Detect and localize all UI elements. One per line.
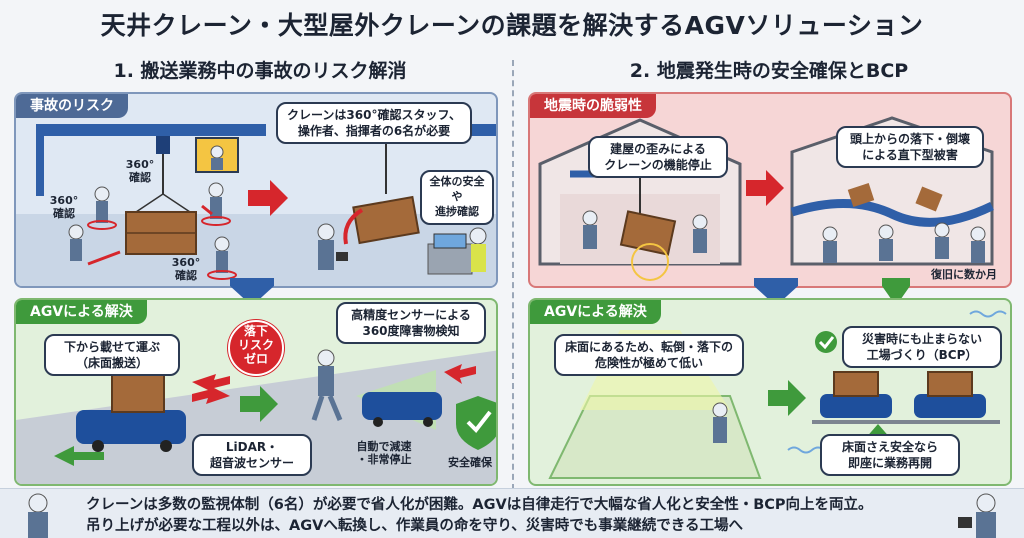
agv-right-panel-header: AGVによる解決 bbox=[530, 300, 661, 324]
label-recovery-months: 復旧に数か月 bbox=[931, 268, 997, 281]
callout-lidar-sensor: LiDAR・ 超音波センサー bbox=[192, 434, 312, 477]
earthquake-panel: 地震時の脆弱性 建屋の歪みによる クレーンの機能停止 頭上からの落下・倒壊 によ… bbox=[528, 92, 1012, 288]
summary-footer: クレーンは多数の監視体制（6名）が必要で省人化が困難。AGVは自律走行で大幅な省… bbox=[0, 488, 1024, 538]
callout-immediate-resume: 床面さえ安全なら 即座に業務再開 bbox=[820, 434, 960, 477]
callout-six-staff: クレーンは360°確認スタッフ、 操作者、指揮者の6名が必要 bbox=[276, 102, 472, 145]
arrow-down-icon bbox=[882, 278, 910, 306]
arrow-right-icon bbox=[240, 386, 278, 422]
callout-falling-collapse: 頭上からの落下・倒壊 による直下型被害 bbox=[836, 126, 984, 169]
footer-summary-line-2: 吊り上げが必要な工程以外は、AGVへ転換し、作業員の命を守り、災害時でも事業継続… bbox=[86, 518, 743, 534]
label-360-check-1: 360° 確認 bbox=[125, 158, 155, 185]
callout-building-distortion: 建屋の歪みによる クレーンの機能停止 bbox=[588, 136, 728, 179]
callout-floor-transport: 下から載せて運ぶ （床面搬送） bbox=[44, 334, 180, 377]
label-safety-assured: 安全確保 bbox=[448, 456, 492, 469]
crate-icon bbox=[111, 371, 165, 413]
risk-panel: 事故のリスク クレーンは360°確認スタッフ、 操作者、指揮者の6名が必要 36… bbox=[14, 92, 498, 288]
agv-solution-panel-right: AGVによる解決 床面にあるため、転倒・落下の 危険性が極めて低い 災害時にも止… bbox=[528, 298, 1012, 486]
agv-solution-panel-left: AGVによる解決 下から載せて運ぶ （床面搬送） 落下 リスク ゼロ 高精度セン… bbox=[14, 298, 498, 486]
agv-left-panel-header: AGVによる解決 bbox=[16, 300, 147, 324]
fallen-beam-icon bbox=[790, 198, 994, 227]
agv-floor-transport-illustration bbox=[16, 349, 496, 484]
label-auto-slowdown: 自動で減速 ・非常停止 bbox=[356, 440, 412, 467]
footer-summary-line-1: クレーンは多数の監視体制（6名）が必要で省人化が困難。AGVは自律走行で大幅な省… bbox=[86, 497, 873, 513]
arrow-right-icon bbox=[768, 380, 806, 416]
label-360-check-3: 360° 確認 bbox=[171, 256, 201, 283]
arrow-right-icon bbox=[248, 180, 288, 216]
label-360-check-2: 360° 確認 bbox=[49, 194, 79, 221]
worker-icon bbox=[976, 493, 996, 513]
agv-vehicle-icon bbox=[820, 394, 892, 418]
crane-beam-icon bbox=[36, 124, 266, 136]
arrow-down-icon bbox=[754, 278, 798, 306]
shield-check-icon bbox=[456, 396, 496, 450]
footer-workers bbox=[28, 493, 996, 538]
section-heading-earthquake-bcp: 2. 地震発生時の安全確保とBCP bbox=[629, 60, 909, 82]
callout-bcp-factory: 災害時にも止まらない 工場づくり（BCP） bbox=[842, 326, 1002, 369]
quake-panel-header: 地震時の脆弱性 bbox=[530, 94, 656, 118]
arrow-right-icon bbox=[746, 170, 784, 206]
callout-overall-check: 全体の安全や 進捗確認 bbox=[420, 170, 494, 225]
page-title: 天井クレーン・大型屋外クレーンの課題を解決するAGVソリューション bbox=[100, 11, 924, 40]
section-heading-accident-risk: 1. 搬送業務中の事故のリスク解消 bbox=[113, 60, 407, 82]
worker-icon bbox=[28, 493, 48, 513]
crane-risk-illustration bbox=[16, 124, 496, 286]
badge-zero-drop-risk: 落下 リスク ゼロ bbox=[228, 320, 284, 376]
section-divider bbox=[512, 60, 514, 490]
risk-panel-header: 事故のリスク bbox=[16, 94, 128, 118]
check-circle-icon bbox=[815, 331, 837, 353]
arrow-down-icon bbox=[230, 278, 274, 306]
agv-vehicle-icon bbox=[76, 410, 186, 444]
agv-vehicle-icon bbox=[914, 394, 986, 418]
callout-floor-low-risk: 床面にあるため、転倒・落下の 危険性が極めて低い bbox=[554, 334, 744, 377]
callout-sensor-detection: 高精度センサーによる 360度障害物検知 bbox=[336, 302, 486, 345]
earthquake-damage-illustration bbox=[538, 116, 994, 281]
